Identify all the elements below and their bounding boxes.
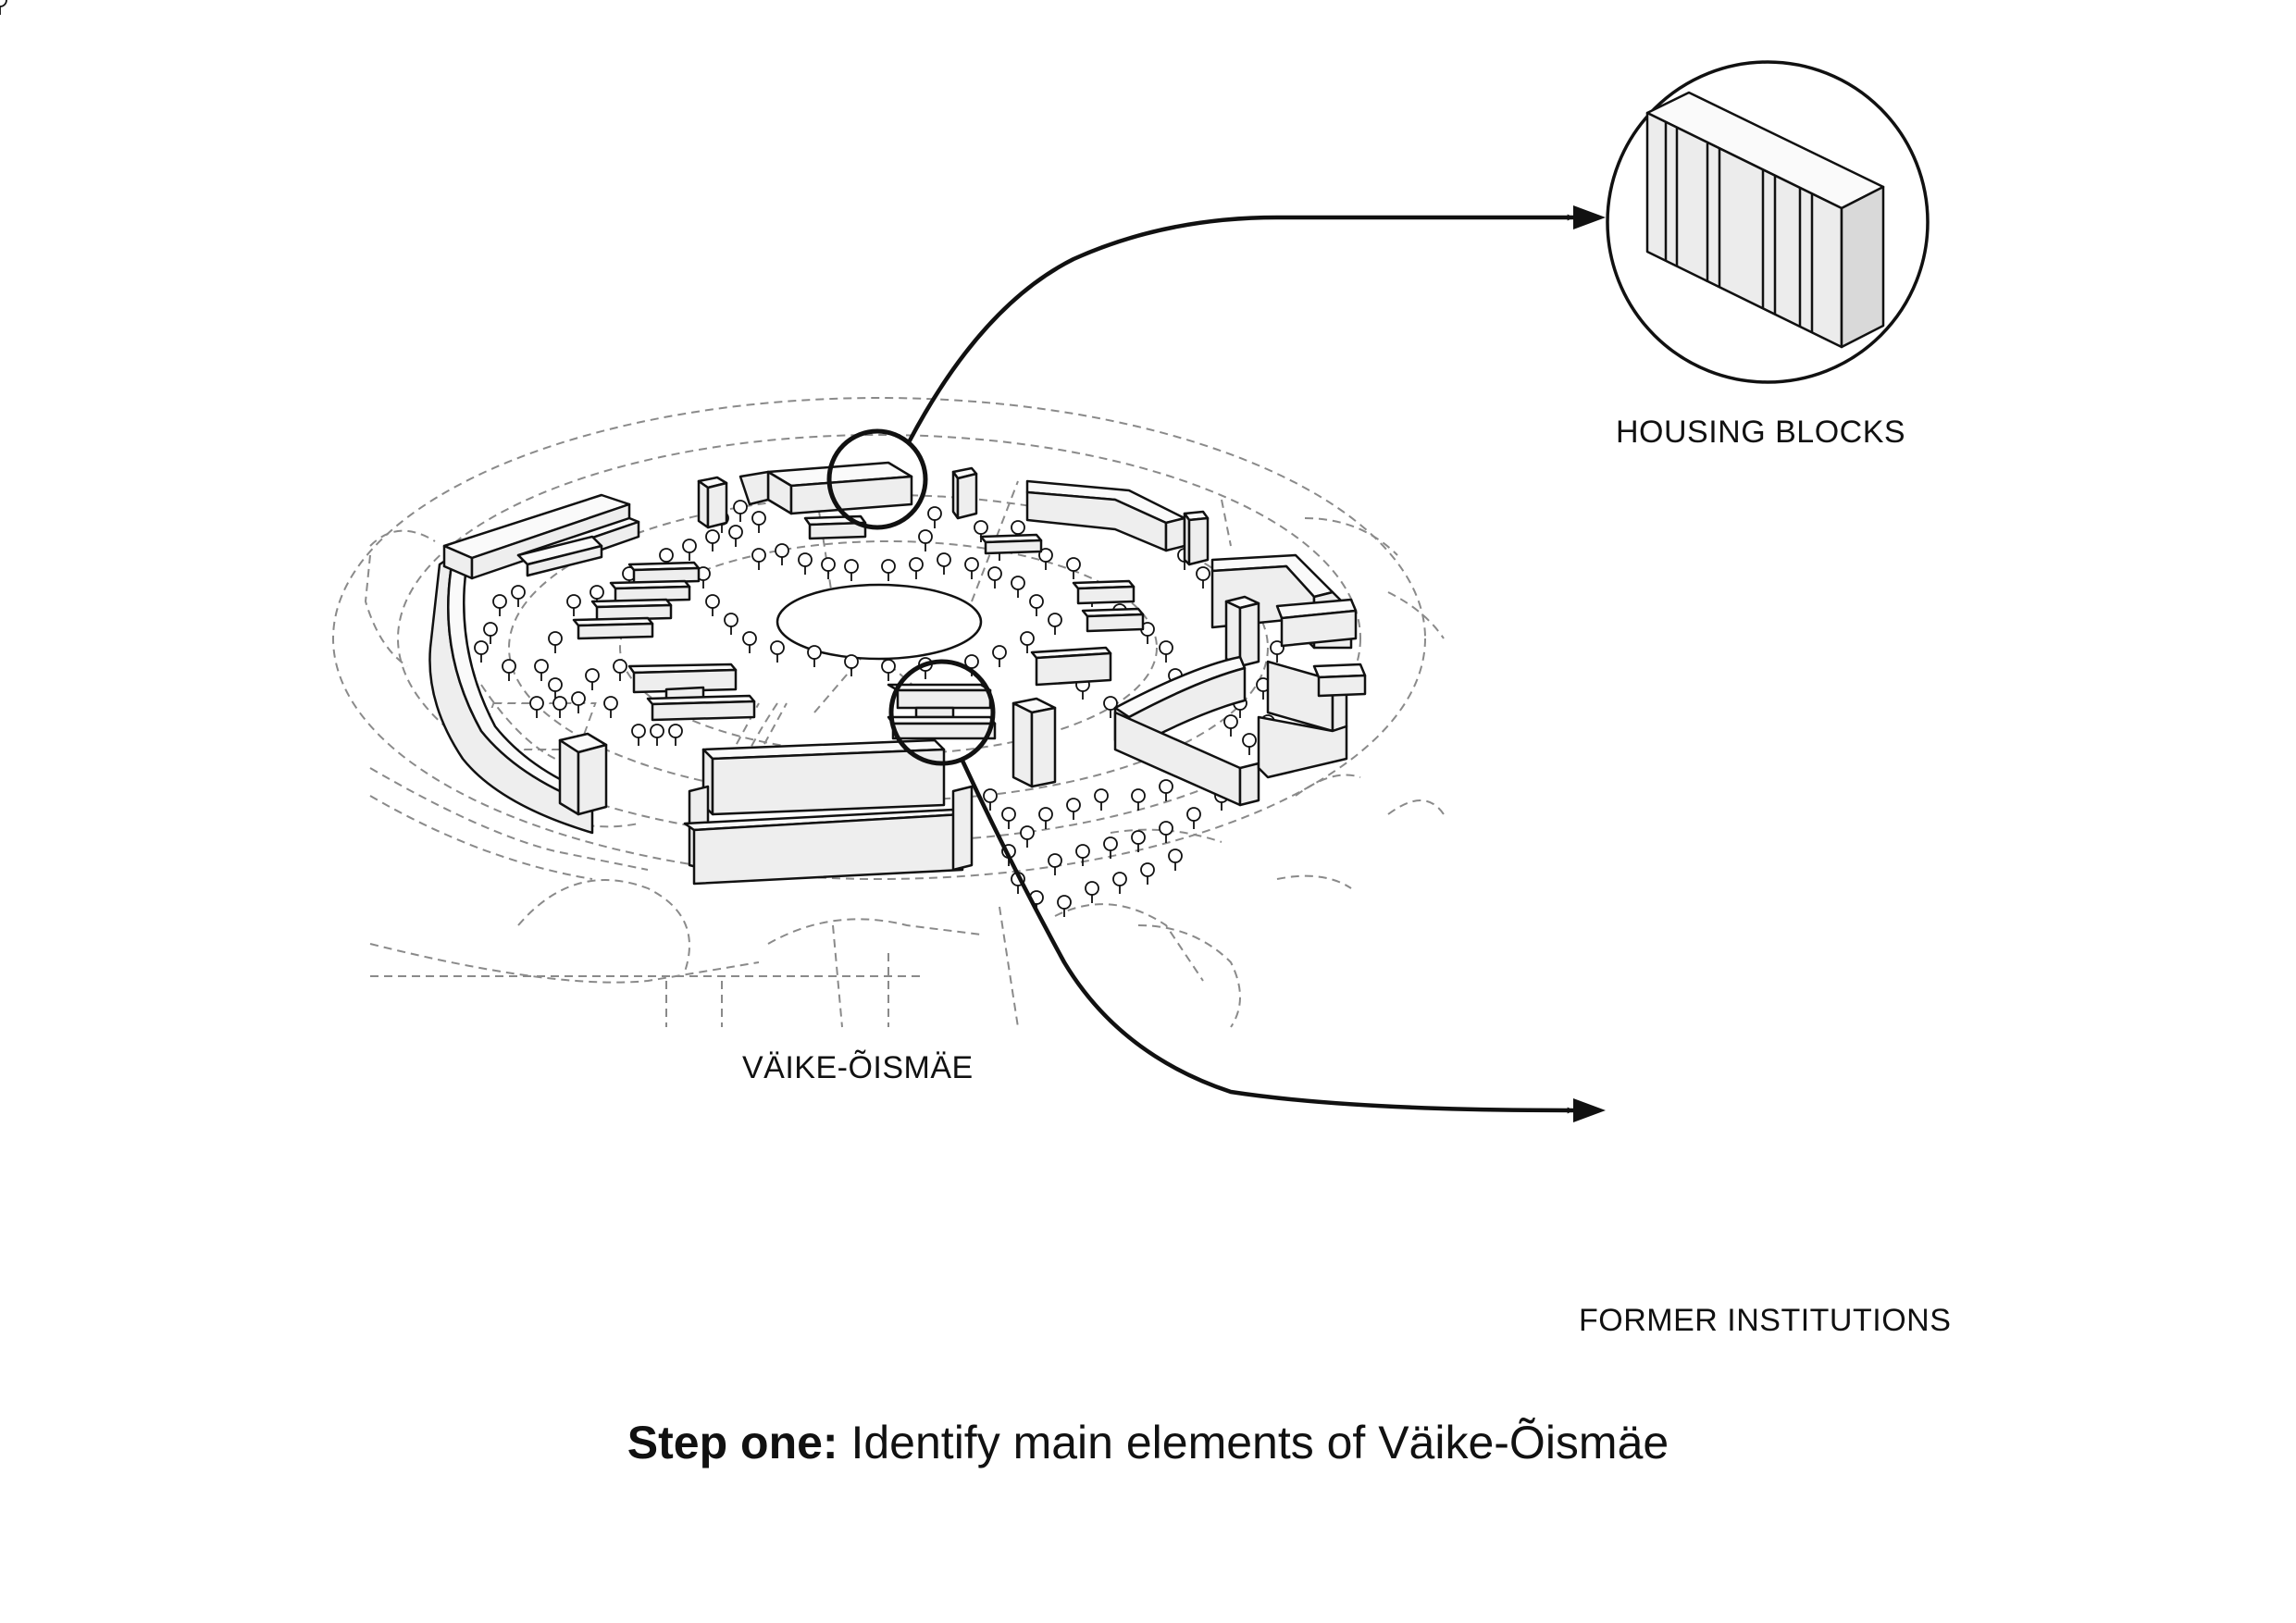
arrowheads — [1573, 205, 1606, 1122]
housing-highlight-circle — [826, 428, 928, 530]
trees — [0, 0, 7, 15]
housing-blocks-label: HOUSING BLOCKS — [1616, 415, 1906, 450]
housing-block-icon — [1645, 91, 1885, 349]
arrow-to-institutions — [960, 760, 1574, 1114]
housing-blocks-detail — [1606, 60, 1930, 384]
former-institutions-label: FORMER INSTITUTIONS — [1579, 1303, 1952, 1338]
caption-step-bold: Step one: — [627, 1417, 838, 1468]
arrow-icon — [1573, 1098, 1606, 1122]
caption-text: Identify main elements of Väike-Õismäe — [850, 1417, 1669, 1468]
step-caption: Step one: Identify main elements of Väik… — [0, 1416, 2296, 1469]
arrow-to-housing — [907, 214, 1574, 444]
district-name-label: VÄIKE-ÕISMÄE — [742, 1050, 974, 1085]
institution-highlight-circle — [888, 659, 996, 766]
arrow-icon — [1573, 205, 1606, 229]
district-map — [0, 0, 1606, 1122]
central-park — [776, 583, 983, 661]
buildings — [428, 461, 1367, 886]
